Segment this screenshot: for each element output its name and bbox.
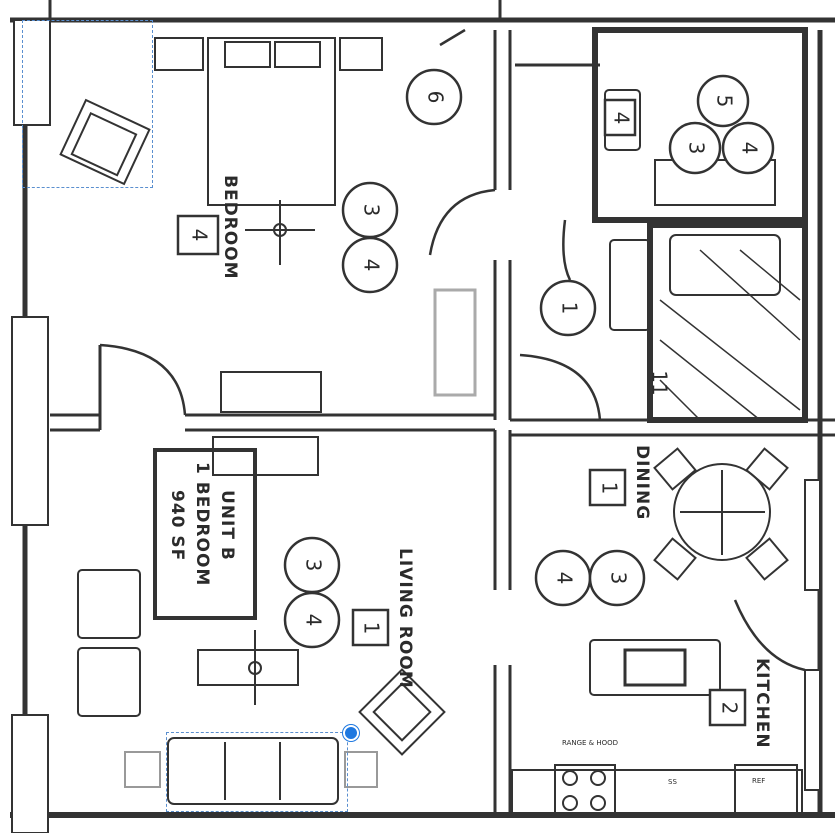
liv-key-3: 3 — [302, 559, 326, 572]
living-furniture — [77, 436, 446, 805]
din-key-4: 4 — [553, 572, 577, 585]
din-key-3: 3 — [607, 572, 631, 585]
range-label: RANGE & HOOD — [562, 739, 618, 747]
bath-key-4: 4 — [610, 112, 634, 125]
unit-box-line1: UNIT B — [217, 490, 237, 561]
bath-key-circle-1 — [539, 279, 597, 337]
dining-furniture — [653, 447, 789, 581]
bath-key-5: 5 — [713, 95, 737, 108]
din-key-square-num: 1 — [598, 482, 622, 495]
bath-key-circle-3 — [668, 121, 722, 175]
bed-key-circle-4 — [341, 236, 399, 294]
selection-handle[interactable] — [343, 725, 359, 741]
bed-key-circle-6 — [405, 68, 463, 126]
kit-key-square-num: 2 — [718, 702, 742, 715]
bed-key-3: 3 — [360, 204, 384, 217]
liv-key-4: 4 — [302, 614, 326, 627]
sink-label: SS — [668, 778, 677, 786]
bath-key-square — [603, 98, 637, 137]
din-key-square — [588, 468, 627, 507]
bath-key-4b: 4 — [738, 142, 762, 155]
din-key-circle-3 — [588, 549, 646, 607]
bath-key-circle-4 — [721, 121, 775, 175]
bathroom-fixtures — [604, 89, 801, 421]
liv-key-circle-4 — [283, 591, 341, 649]
bed-key-6: 6 — [424, 91, 448, 104]
unit-box-line2: 1 BEDROOM — [192, 462, 212, 586]
unit-box-line3: 940 SF — [167, 490, 187, 561]
bedroom-furniture — [59, 37, 477, 413]
living-room-label: LIVING ROOM — [395, 548, 415, 689]
kitchen-label: KITCHEN — [752, 658, 772, 749]
doors — [99, 28, 806, 672]
liv-key-square-num: 1 — [360, 622, 384, 635]
key-circles — [283, 68, 775, 649]
bath-key-1: 1 — [558, 302, 582, 315]
key-squares — [176, 98, 747, 727]
walls — [10, 0, 835, 833]
bath-key-3: 3 — [685, 142, 709, 155]
bath-key-circle-5 — [696, 74, 750, 128]
bath-key-11: 11 — [648, 370, 672, 395]
bed-key-square-num: 4 — [188, 229, 212, 242]
bed-key-square — [176, 214, 220, 256]
bed-key-4: 4 — [360, 259, 384, 272]
kitchen-fixtures — [511, 639, 803, 816]
liv-key-square — [351, 608, 390, 647]
fridge-label: REF — [752, 777, 765, 785]
kit-key-square — [708, 688, 747, 727]
bedroom-label: BEDROOM — [220, 175, 240, 280]
dining-label: DINING — [632, 445, 652, 520]
